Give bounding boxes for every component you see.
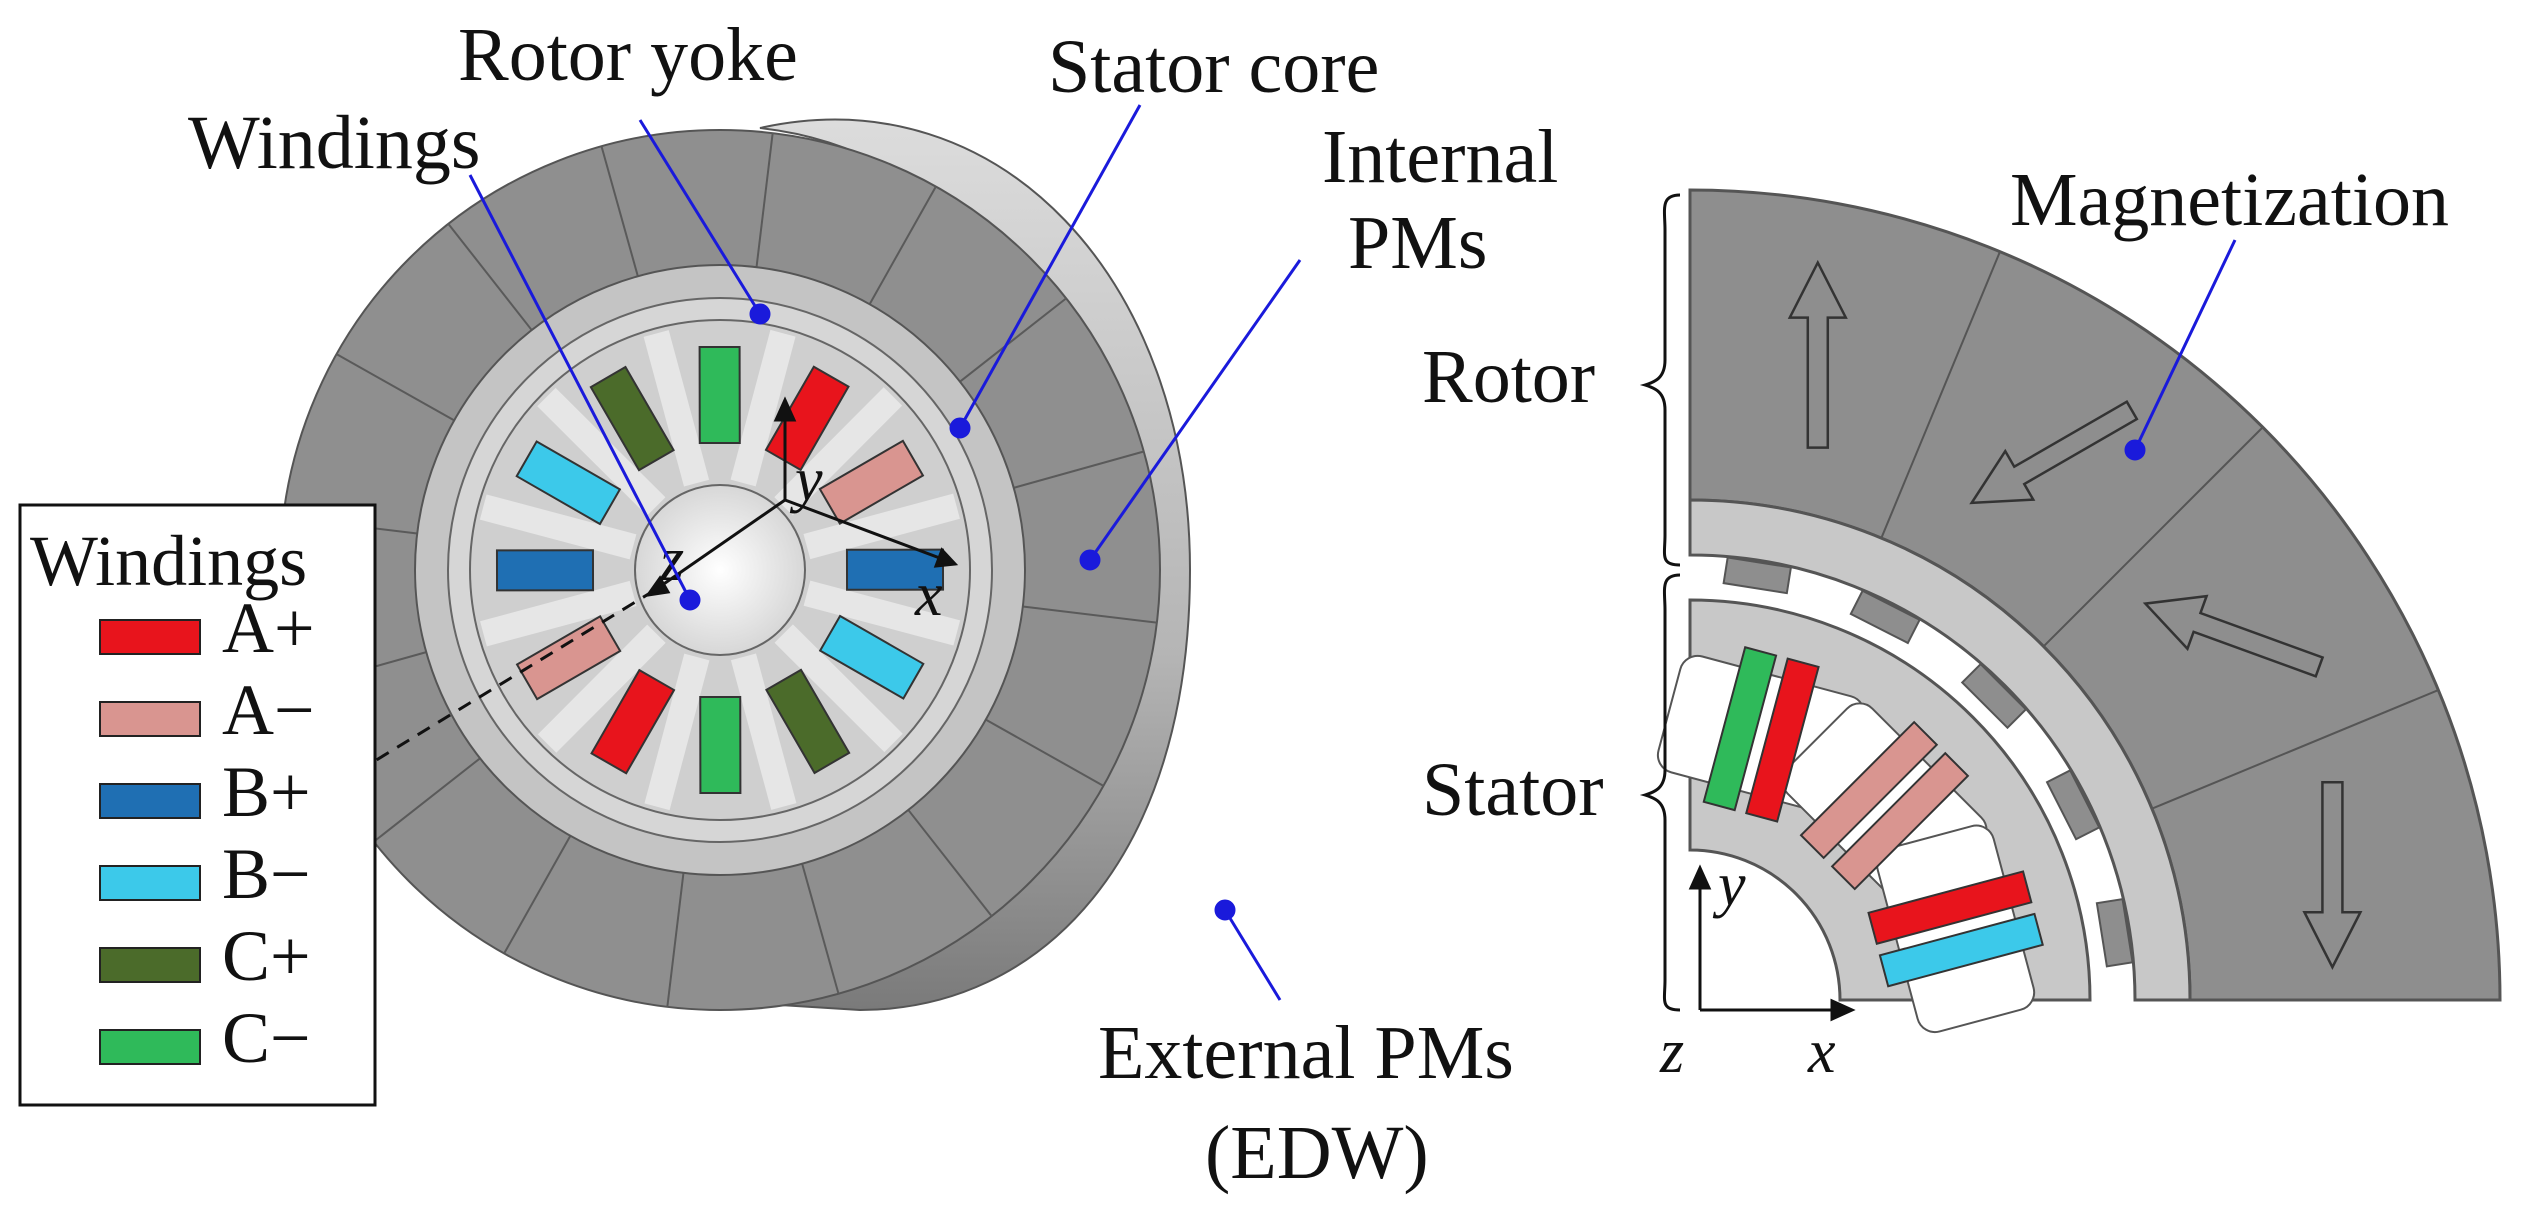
pm-segment-line (755, 133, 774, 268)
axes-2d (1688, 864, 1856, 1022)
winding-coil (765, 668, 851, 775)
axis-y-label-left: y (789, 446, 823, 514)
stator-tooth (803, 580, 961, 646)
axis-y-label-right: y (1712, 851, 1746, 919)
winding-coil (589, 365, 675, 472)
axis-x-label-left: x (914, 561, 943, 629)
legend-title: Windings (30, 521, 307, 601)
braces (1639, 193, 1681, 1012)
legend-swatch (99, 1029, 201, 1065)
pm-segment-line (959, 297, 1067, 383)
winding-coil-section (1799, 720, 1939, 860)
legend-swatch (99, 947, 201, 983)
legend-label: B+ (222, 752, 311, 832)
internal-pm (2095, 897, 2134, 968)
internal-pm (2045, 769, 2101, 841)
pm-segment-line (600, 145, 639, 277)
pm-segment-line (666, 872, 685, 1007)
legend-label: A− (222, 670, 315, 750)
winding-coils (495, 345, 945, 795)
winding-coil (698, 345, 741, 445)
winding-coil (495, 549, 595, 592)
winding-coil-section (1830, 751, 1970, 891)
legend-label: C+ (222, 916, 311, 996)
stator-tooth (730, 653, 797, 810)
label-external-pms-line1: External PMs (1098, 1011, 1514, 1095)
legend-swatch (99, 865, 201, 901)
stator-tooth (774, 387, 903, 516)
legend-swatch (99, 783, 201, 819)
cross-section-view: Rotor Stator Magnetization y x z (1422, 158, 2502, 1086)
pm-segment-line (2151, 689, 2439, 810)
label-stator-core: Stator core (1048, 25, 1379, 109)
magnetization-arrow (2142, 594, 2325, 678)
stator-tooth (480, 580, 637, 647)
stator-tooth (537, 387, 666, 516)
label-magnetization: Magnetization (2010, 158, 2449, 242)
stator-tooth (803, 493, 960, 560)
label-windings: Windings (188, 101, 481, 185)
stator-tooth (730, 329, 796, 487)
legend-swatch (99, 619, 201, 655)
pm-segment-line (985, 718, 1104, 787)
stator-slot (1876, 824, 2036, 1034)
pm-segment-line (1880, 251, 2001, 539)
label-rotor: Rotor (1422, 335, 1595, 419)
windings-legend: Windings A+A−B+B−C+C− (18, 503, 377, 1107)
pm-segment-line (868, 186, 937, 305)
internal-pm (1722, 556, 1793, 595)
magnetization-arrow (1787, 259, 1848, 449)
label-internal-pms-line2: PMs (1348, 201, 1487, 285)
label-external-pms-line2: (EDW) (1205, 1111, 1429, 1195)
winding-coil-section (1867, 870, 2033, 945)
internal-pm (1960, 662, 2028, 730)
label-internal-pms-line1: Internal (1322, 115, 1558, 199)
label-stator: Stator (1422, 748, 1604, 832)
pm-segment-line (1022, 605, 1157, 624)
stator-tooth (643, 330, 710, 487)
axis-x-label-right: x (1807, 1018, 1836, 1086)
winding-coil-section (1878, 912, 2044, 988)
shaft-bore (634, 484, 806, 656)
legend-swatch (99, 701, 201, 737)
pm-segment-line (1013, 450, 1145, 489)
winding-coil (818, 614, 925, 700)
stator-tooth (644, 653, 710, 811)
winding-coil (845, 548, 945, 591)
pm-segment-line (336, 353, 455, 422)
winding-coil (515, 440, 622, 526)
pm-segment-line (373, 757, 481, 843)
rotor-yoke-section (1688, 498, 2192, 1002)
label-rotor-yoke: Rotor yoke (458, 13, 798, 97)
stator-tooth (479, 494, 637, 560)
legend-label: A+ (222, 588, 315, 668)
magnetization-arrow (2302, 780, 2363, 970)
stator-teeth (479, 329, 961, 811)
magnetization-leader (2124, 239, 2237, 461)
winding-coil (515, 615, 622, 701)
winding-coil-section (1745, 657, 1820, 823)
winding-coil (818, 439, 925, 525)
pm-segment-line (2042, 426, 2264, 648)
magnetization-arrow (1969, 400, 2139, 505)
legend-label: C− (222, 998, 311, 1078)
internal-pm (1849, 589, 1921, 645)
winding-coil (699, 695, 742, 795)
pm-segment-line (801, 863, 840, 995)
stator-tooth (774, 624, 903, 753)
leader-lines-left (468, 104, 1302, 1001)
winding-coil-section (1702, 646, 1778, 812)
pm-segment-line (907, 809, 993, 917)
winding-coil (590, 668, 676, 775)
legend-label: B− (222, 834, 311, 914)
stator-tooth (537, 624, 666, 753)
machine-3d-view: y x z (279, 118, 1192, 1012)
axis-z-label-right: z (1659, 1018, 1684, 1086)
pm-segment-line (503, 835, 572, 954)
pm-segment-line (447, 223, 533, 331)
